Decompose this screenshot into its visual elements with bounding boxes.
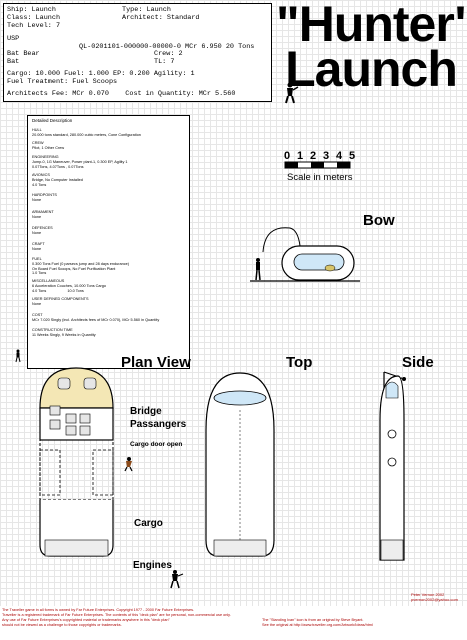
footer-left-line-2: Traveller is a registered trademark of F… [2,613,231,617]
ship-name: Ship: Launch [7,6,56,14]
title-line-1: "Hunter" [276,0,467,52]
cargo-door-label: Cargo door open [130,441,183,448]
footer-left-line-4: should not be viewed as a challenge to t… [2,623,122,627]
scale-ruler [284,161,351,169]
bow-view-title: Bow [363,212,395,229]
spec-armament-label: ARMAMENT [32,210,54,214]
bow-crew-figure-icon [255,258,261,281]
spec-hull-label: HULL [32,128,42,132]
plan-view-drawing [15,349,184,589]
title-line-2: Launch [285,41,458,97]
spec-ctime-text: 11 Weeks Singly, 9 Weeks in Quantity [32,333,96,337]
bridge-label: Bridge [130,406,162,417]
ship-title: "Hunter" Launch [276,0,467,97]
spec-fuel-label: FUEL [32,257,42,261]
spec-defences-text: None [32,231,42,235]
spec-craft-text: None [32,247,42,251]
spec-cost-label: COST [32,313,43,317]
usp-code: QL-0201101-000000-00000-0 MCr 6.950 20 T… [79,43,255,51]
spec-crew-label: CREW [32,141,44,145]
engines-label: Engines [133,560,172,571]
top-view-drawing [205,372,275,557]
bat-label: Bat [7,58,20,66]
spec-fuel-text: 0.300 Tons Fuel (0 parsecs jump and 28 d… [32,262,130,276]
spec-udc-text: None [32,302,42,306]
author-credits: Peter Vernon 2002 pvernon2002@yahoo.com [411,592,458,602]
spec-ctime-label: CONSTRUCTION TIME [32,328,73,332]
spec-avionics-label: AVIONICS [32,173,50,177]
spec-hardpoints-label: HARDPOINTS [32,193,57,197]
spec-misc-text: 6 Acceleration Couches, 10.000 Tons Carg… [32,284,107,293]
bow-view-drawing [250,227,360,282]
cargo-fuel-line: Cargo: 10.000 Fuel: 1.000 EP: 0.200 Agil… [7,70,195,78]
scale-label: Scale in meters [287,172,353,183]
spec-engineering-label: ENGINEERING [32,155,59,159]
scale-tick-3: 3 [323,150,330,162]
fuel-treatment: Fuel Treatment: Fuel Scoops [7,78,118,86]
scale-tick-5: 5 [349,150,356,162]
spec-heading: Detailed Description [32,118,73,123]
spec-armament-text: None [32,215,42,219]
spec-avionics-text: Bridge, No Computer Installed 4.0 Tons [32,178,83,187]
ship-stats-box: Ship: Launch Type: Launch Class: Launch … [3,3,272,102]
spec-defences-label: DEFENCES [32,226,53,230]
detailed-description-box: Detailed Description HULL 20.000 tons st… [27,115,190,369]
tl-value: TL: 7 [154,58,175,66]
author-name: Peter Vernon 2002 [411,592,445,597]
ship-architect: Architect: Standard [122,14,200,22]
spec-cost-text: MCr 7.020 Singly (incl. Architects fees … [32,318,160,322]
top-view-title: Top [286,354,313,371]
footer-left-line-3: Any use of Far Future Enterprises's copy… [2,618,170,622]
copyright-footer: The Traveller game in all forms is owned… [0,606,467,640]
tech-level: Tech Level: 7 [7,22,61,30]
plan-crew-figure-icon [124,457,133,472]
batbear-label: Bat Bear [7,50,40,58]
scale-tick-2: 2 [310,150,317,162]
spec-udc-label: USER DEFINED COMPONENTS [32,297,89,301]
side-view-title: Side [402,354,434,371]
footer-right-line-2: See the original at http://www.traveller… [262,623,373,627]
cargo-label: Cargo [134,518,163,529]
usp-label: USP [7,35,20,43]
spec-crew-text: Pilot, 1 Other Crew [32,146,65,150]
ship-type: Type: Launch [122,6,171,14]
author-email: pvernon2002@yahoo.com [411,597,458,602]
spec-engineering-text: Jump-0, 1G Maneuver, Power plant-1, 0.30… [32,160,128,169]
scale-tick-1: 1 [297,150,304,162]
spec-hull-text: 20.000 tons standard, 280.000 cubic mete… [32,133,141,137]
passangers-label: Passangers [130,419,187,430]
footer-right-line-1: The "Standing Ivan" icon is from an orig… [262,618,364,622]
fees-line: Architects Fee: MCr 0.070 Cost in Quanti… [7,90,236,98]
scale-tick-4: 4 [336,150,343,162]
spec-misc-label: MISCELLANEOUS [32,279,65,283]
footer-left-line-1: The Traveller game in all forms is owned… [2,608,195,612]
spec-hardpoints-text: None [32,198,42,202]
spec-craft-label: CRAFT [32,242,45,246]
plan-view-title: Plan View [121,354,191,371]
side-view-drawing [379,371,406,561]
scale-tick-0: 0 [284,150,291,162]
crew-count: Crew: 2 [154,50,183,58]
ship-class: Class: Launch [7,14,61,22]
tiny-crew-figure-icon [15,349,21,363]
engine-crew-figure-icon [170,570,184,589]
